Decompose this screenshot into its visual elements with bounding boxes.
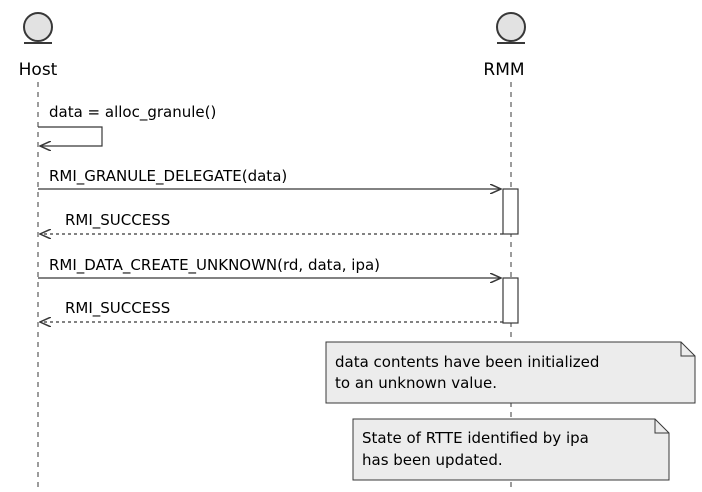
note: data contents have been initialized to a… bbox=[325, 341, 696, 404]
message-label: RMI_DATA_CREATE_UNKNOWN(rd, data, ipa) bbox=[49, 256, 380, 275]
self-message-arrow bbox=[38, 126, 103, 146]
host-actor-icon bbox=[23, 12, 53, 42]
note-box bbox=[325, 341, 696, 404]
note-fold bbox=[680, 342, 695, 357]
note-line: has been updated. bbox=[362, 451, 503, 469]
note-line: data contents have been initialized bbox=[335, 353, 599, 371]
rmm-activation-bar bbox=[502, 188, 519, 235]
message-label: data = alloc_granule() bbox=[49, 103, 216, 122]
host-label: Host bbox=[19, 60, 58, 80]
rmm-label: RMM bbox=[483, 60, 524, 80]
note-box bbox=[352, 418, 670, 481]
message-label: RMI_SUCCESS bbox=[65, 211, 170, 230]
host-actor: Host bbox=[19, 12, 58, 80]
note-line: State of RTTE identified by ipa bbox=[362, 429, 589, 447]
message-label: RMI_SUCCESS bbox=[65, 299, 170, 318]
note-fold bbox=[654, 419, 669, 434]
rmm-activation-bar bbox=[502, 277, 519, 324]
rmm-actor-icon bbox=[496, 12, 526, 42]
message-label: RMI_GRANULE_DELEGATE(data) bbox=[49, 167, 287, 186]
note: State of RTTE identified by ipa has been… bbox=[352, 418, 670, 481]
rmm-actor: RMM bbox=[483, 12, 526, 80]
note-line: to an unknown value. bbox=[335, 374, 497, 392]
